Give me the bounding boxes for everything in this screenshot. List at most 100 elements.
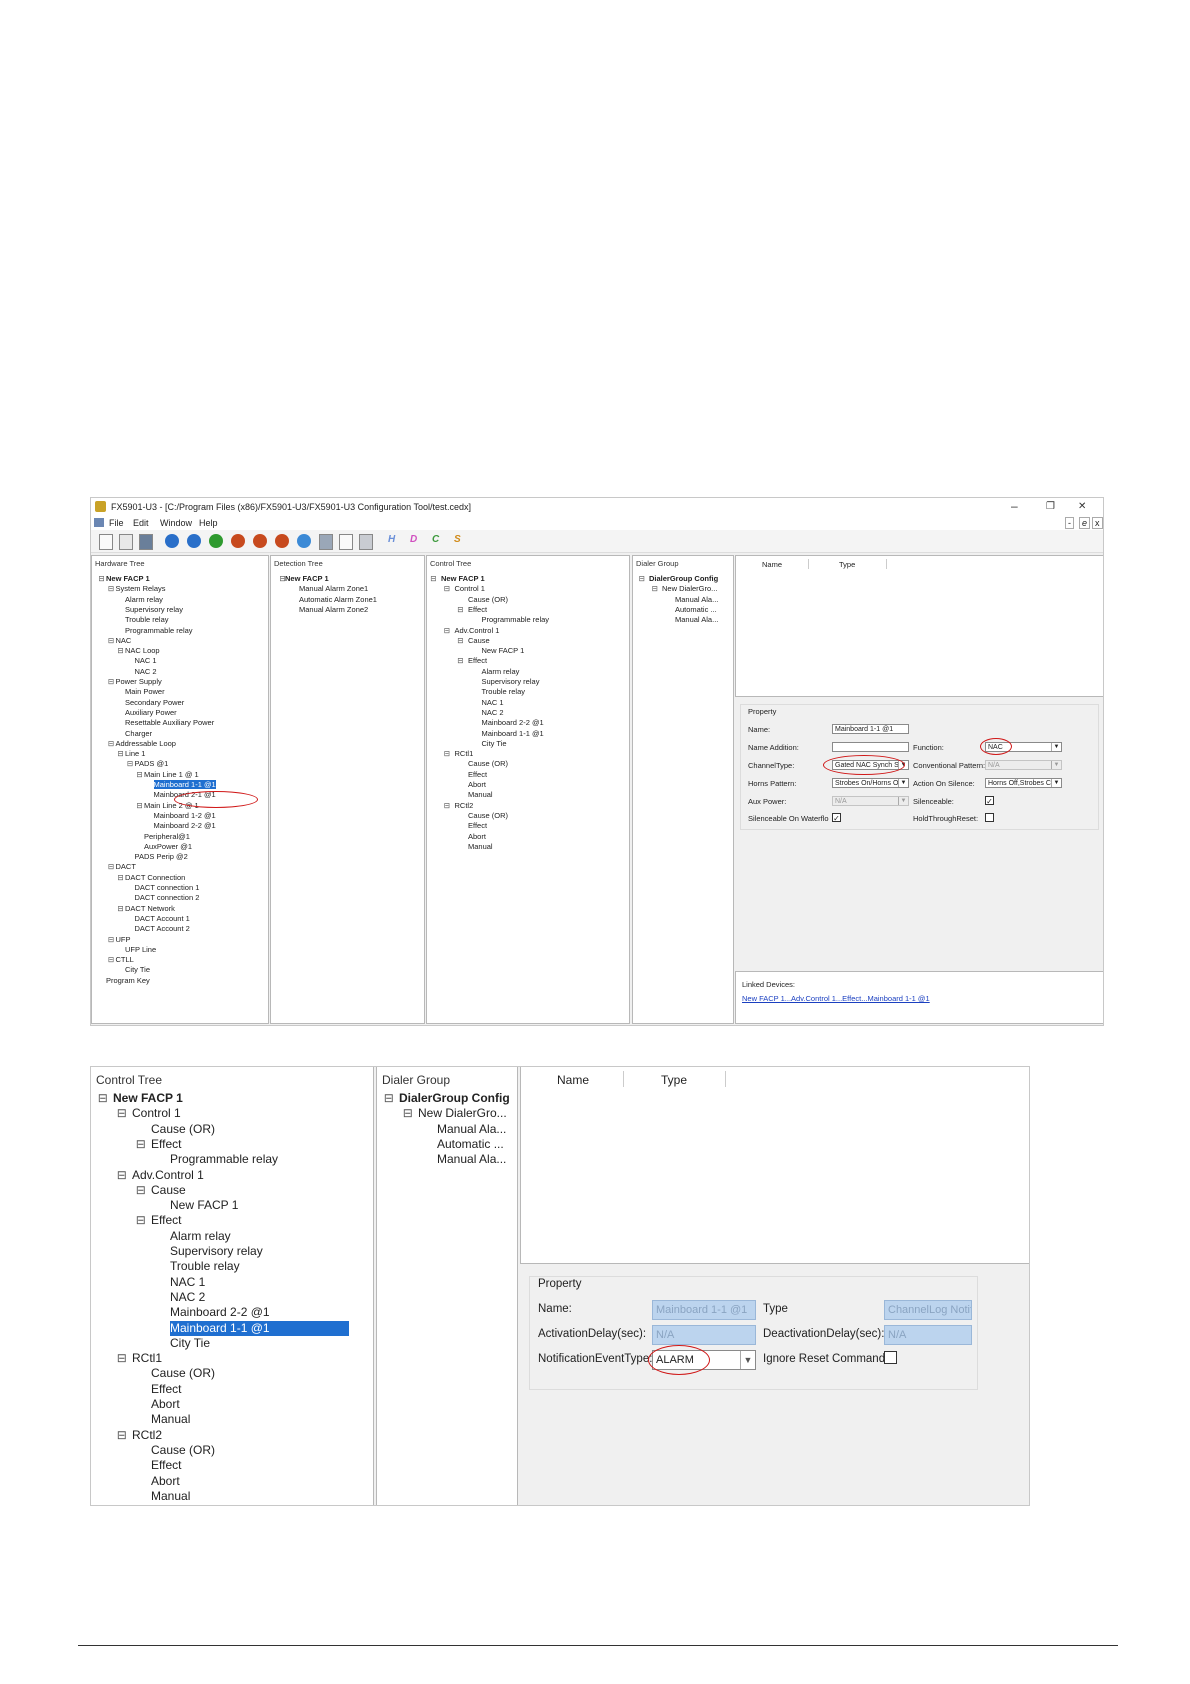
activation-delay-field[interactable]: N/A	[652, 1325, 756, 1345]
tree-node[interactable]: Manual	[151, 1488, 191, 1503]
collapse-icon[interactable]: ⊟	[116, 1351, 127, 1366]
collapse-icon[interactable]: ⊟	[117, 749, 124, 759]
tree-node[interactable]: Mainboard 1-1 @1	[153, 780, 216, 789]
tree-node[interactable]: DACT Account 1	[134, 913, 190, 923]
collapse-icon[interactable]: ⊟	[107, 738, 115, 748]
collapse-icon[interactable]: ⊟	[107, 584, 115, 594]
tree-node[interactable]: Trouble relay	[125, 615, 169, 625]
d-button[interactable]: D	[410, 534, 418, 545]
tree-node[interactable]: Mainboard 1-2 @1	[153, 810, 216, 820]
tree-node[interactable]: Cause (OR)	[468, 759, 509, 769]
tree-node[interactable]: Mainboard 2-2 @1	[481, 718, 544, 728]
tree-node[interactable]: Manual	[468, 841, 493, 851]
tree-node[interactable]: AuxPower @1	[144, 841, 193, 851]
tree-node[interactable]: NAC 1	[134, 656, 157, 666]
collapse-icon[interactable]: ⊟	[107, 677, 115, 686]
tree-node[interactable]: Trouble relay	[481, 687, 526, 697]
collapse-icon[interactable]: ⊟	[402, 1106, 413, 1121]
tree-node[interactable]: UFP Line	[125, 944, 157, 954]
tree-node[interactable]: Mainboard 2-2 @1	[170, 1305, 270, 1320]
tree-node[interactable]: Effect	[151, 1381, 182, 1396]
collapse-icon[interactable]: ⊟	[135, 1136, 146, 1151]
tree-node[interactable]: NAC Loop	[125, 646, 160, 656]
tree-node[interactable]: Power Supply	[115, 677, 162, 686]
tree-node[interactable]: Abort	[151, 1397, 180, 1411]
column-header-type[interactable]: Type	[839, 560, 856, 569]
tree-node[interactable]: NAC 1	[170, 1274, 206, 1289]
tree-node[interactable]: New FACP 1	[170, 1198, 239, 1213]
tree-node[interactable]: Supervisory relay	[481, 677, 540, 686]
collapse-icon[interactable]: ⊟	[430, 574, 437, 583]
tree-node[interactable]: Manual	[151, 1412, 191, 1427]
name-field[interactable]: Mainboard 1-1 @1	[832, 724, 909, 734]
collapse-icon[interactable]: ⊟	[117, 903, 124, 913]
linked-device-link[interactable]: New FACP 1...Adv.Control 1...Effect...Ma…	[742, 994, 930, 1003]
tree-node[interactable]: City Tie	[125, 965, 151, 975]
tree-node[interactable]: Effect	[468, 604, 488, 614]
tree-node[interactable]: Main Power	[125, 687, 165, 697]
tree-node[interactable]: New FACP 1	[481, 646, 525, 656]
collapse-icon[interactable]: ⊟	[98, 574, 105, 583]
copy-icon[interactable]	[339, 534, 353, 550]
tree-node[interactable]: Manual Alarm Zone1	[299, 584, 369, 594]
tree-node[interactable]: Alarm relay	[481, 666, 520, 676]
collapse-icon[interactable]: ⊟	[443, 584, 450, 594]
collapse-icon[interactable]: ⊟	[117, 872, 124, 882]
tree-node[interactable]: Effect	[468, 656, 488, 666]
tree-node[interactable]: Manual Ala...	[437, 1121, 507, 1136]
s-button[interactable]: S	[454, 534, 461, 545]
tree-node[interactable]: Automatic ...	[675, 604, 717, 614]
collapse-icon[interactable]: ⊟	[97, 1091, 108, 1105]
tree-node[interactable]: DACT Connection	[125, 872, 186, 882]
tree-node[interactable]: City Tie	[481, 738, 507, 748]
tree-node[interactable]: Manual Ala...	[675, 615, 719, 625]
tree-node[interactable]: Adv.Control 1	[454, 625, 500, 635]
tree-node[interactable]: System Relays	[115, 584, 166, 594]
column-header-name[interactable]: Name	[762, 560, 783, 569]
menu-edit[interactable]: Edit	[133, 518, 149, 528]
collapse-icon[interactable]: ⊟	[136, 800, 143, 810]
tree-node[interactable]: Mainboard 1-1 @1	[481, 728, 544, 738]
collapse-icon[interactable]: ⊟	[107, 955, 115, 965]
tree-node[interactable]: RCtl1	[454, 749, 474, 759]
tree-node[interactable]: New FACP 1	[285, 574, 329, 583]
tree-node[interactable]: Main Line 2 @ 1	[144, 800, 199, 810]
tree-node[interactable]: RCtl2	[454, 800, 474, 810]
type-field[interactable]: ChannelLog Notifyf	[884, 1300, 972, 1320]
save-icon[interactable]	[139, 534, 153, 550]
tree-node[interactable]: CTLL	[115, 955, 134, 965]
collapse-icon[interactable]: ⊟	[457, 656, 464, 666]
tree-node[interactable]: PADS @1	[134, 759, 169, 769]
tree-node[interactable]: Abort	[468, 831, 486, 841]
upload-3-icon[interactable]	[275, 534, 289, 548]
horns-pattern-dropdown[interactable]: Strobes On/Horns O▼	[832, 778, 909, 788]
tree-node[interactable]: City Tie	[170, 1335, 211, 1350]
silenceable-checkbox[interactable]: ✓	[985, 796, 994, 806]
tree-node[interactable]: Line 1	[125, 749, 146, 759]
tree-node[interactable]: NAC 2	[134, 666, 157, 676]
open-file-icon[interactable]	[119, 534, 133, 550]
tree-node[interactable]: DACT Network	[125, 903, 175, 913]
tree-node[interactable]: NAC 1	[481, 697, 504, 707]
tree-node[interactable]: DACT connection 2	[134, 893, 200, 903]
tree-node[interactable]: Mainboard 1-1 @1	[170, 1320, 349, 1336]
tree-node[interactable]: NAC 2	[170, 1289, 206, 1304]
tree-node[interactable]: Control 1	[132, 1106, 181, 1121]
tree-node[interactable]: Cause (OR)	[151, 1121, 216, 1136]
tree-node[interactable]: Programmable relay	[125, 625, 193, 635]
tree-node[interactable]: New FACP 1	[441, 574, 485, 583]
collapse-icon[interactable]: ⊟	[116, 1106, 127, 1121]
name-field[interactable]: Mainboard 1-1 @1	[652, 1300, 756, 1320]
tree-node[interactable]: DACT	[115, 862, 136, 872]
tree-node[interactable]: Automatic Alarm Zone1	[299, 594, 377, 604]
tree-node[interactable]: Manual	[468, 790, 493, 800]
tree-node[interactable]: Cause	[151, 1182, 186, 1197]
collapse-icon[interactable]: ⊟	[651, 584, 658, 594]
collapse-icon[interactable]: ⊟	[383, 1091, 394, 1105]
tree-node[interactable]: Peripheral@1	[144, 831, 190, 841]
tree-node[interactable]: NAC	[115, 635, 132, 645]
tree-node[interactable]: Effect	[151, 1213, 182, 1228]
tree-node[interactable]: Main Line 1 @ 1	[144, 769, 199, 779]
tree-node[interactable]: Effect	[468, 769, 488, 779]
close-button[interactable]: ✕	[1078, 501, 1087, 512]
